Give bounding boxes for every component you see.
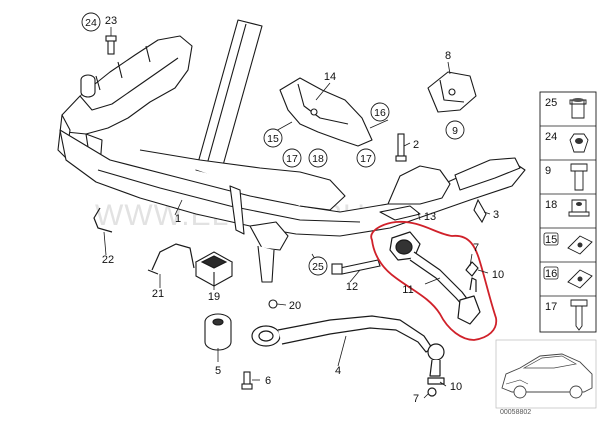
callout-5: 5 <box>215 365 221 377</box>
callout-7b: 7 <box>413 393 419 405</box>
bushing-drawing <box>204 313 232 351</box>
clamp-drawing <box>93 207 195 275</box>
callout-circle-16 <box>370 102 390 122</box>
callout-18: 18 <box>312 153 324 165</box>
sidebar-item-18: 18 <box>545 199 590 217</box>
callout-circle-9 <box>445 120 465 140</box>
callouts <box>81 12 465 276</box>
callout-8: 8 <box>445 50 451 62</box>
callout-23: 23 <box>105 15 117 27</box>
screw-icon <box>570 299 588 331</box>
long-bolt-12-drawing <box>331 259 381 275</box>
sidebar-item-25: 25 <box>545 97 587 119</box>
cap-nut-icon <box>569 99 587 119</box>
callout-3: 3 <box>493 209 499 221</box>
callout-22: 22 <box>102 254 114 266</box>
flange-nut-icon <box>568 199 590 217</box>
callout-circle-24 <box>81 12 101 32</box>
sidebar-number-18: 18 <box>545 199 557 211</box>
callout-12: 12 <box>346 281 358 293</box>
callout-13: 13 <box>424 211 436 223</box>
callout-7a: 7 <box>473 242 479 254</box>
callout-24: 24 <box>85 17 97 29</box>
sidebar-number-16: 16 <box>545 268 557 280</box>
sidebar-number-24: 24 <box>545 131 557 143</box>
sidebar-item-9: 9 <box>545 163 588 191</box>
heat-shield-drawing <box>279 77 373 147</box>
callout-25: 25 <box>312 261 324 273</box>
callout-15: 15 <box>267 133 279 145</box>
sidebar-number-15: 15 <box>545 234 557 246</box>
sidebar-item-17: 17 <box>545 299 588 331</box>
callout-1: 1 <box>175 213 181 225</box>
sidebar-number-25: 25 <box>545 97 557 109</box>
callout-6: 6 <box>265 375 271 387</box>
callout-circle-17a <box>282 148 302 168</box>
callout-circle-15 <box>263 128 283 148</box>
callout-11: 11 <box>402 284 413 296</box>
sidebar-number-17: 17 <box>545 301 557 313</box>
mount-bracket-drawing <box>427 71 477 113</box>
bolts-drawing <box>105 35 487 224</box>
callout-4: 4 <box>335 365 341 377</box>
hex-bolt-icon <box>570 163 588 191</box>
callout-9: 9 <box>452 125 458 137</box>
hardware-sidebar: 25 24 9 18 15 16 <box>539 91 597 333</box>
lower-control-arm-drawing <box>251 315 445 397</box>
callout-20: 20 <box>289 300 301 312</box>
callout-10a: 10 <box>492 269 504 281</box>
callout-17b: 17 <box>360 153 372 165</box>
callout-16: 16 <box>374 107 386 119</box>
callout-circle-25 <box>308 256 328 276</box>
callout-circle-17b <box>356 148 376 168</box>
callout-circle-18 <box>308 148 328 168</box>
callout-17a: 17 <box>286 153 298 165</box>
sidebar-item-16: 16 <box>543 266 593 289</box>
rubber-mount-drawing <box>194 251 234 287</box>
subframe-drawing <box>57 19 526 283</box>
sidebar-item-15: 15 <box>543 232 593 255</box>
sidebar-number-9: 9 <box>545 165 551 177</box>
callout-2: 2 <box>413 139 419 151</box>
sidebar-item-24: 24 <box>545 131 589 153</box>
callout-19: 19 <box>208 291 220 303</box>
callout-21: 21 <box>152 288 164 300</box>
highlight-outline <box>370 221 498 341</box>
control-arm-11-drawing <box>389 231 481 325</box>
callout-labels: 24 23 14 8 9 16 15 17 18 17 2 1 13 3 22 … <box>85 15 504 405</box>
vehicle-thumbnail: 00058802 <box>495 339 597 416</box>
callout-10b: 10 <box>450 381 462 393</box>
callout-14: 14 <box>324 71 336 83</box>
reference-code: 00058802 <box>500 409 531 416</box>
